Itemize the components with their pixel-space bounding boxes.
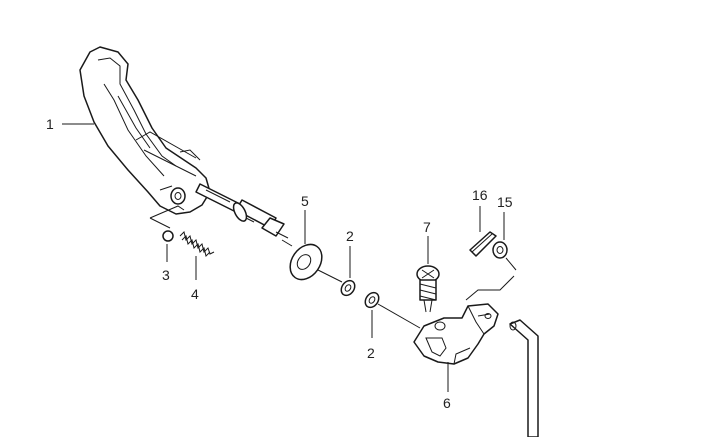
leader-3-bracket	[149, 205, 185, 219]
callout-5: 5	[301, 193, 309, 209]
part-4-spring	[179, 231, 215, 257]
callout-2b: 2	[367, 345, 375, 361]
callout-7: 7	[423, 219, 431, 235]
callout-2a: 2	[346, 228, 354, 244]
part-7-screw	[416, 265, 440, 313]
part-16-cotter-pin	[469, 231, 497, 257]
part-5-washer	[289, 243, 323, 281]
callout-4: 4	[191, 286, 199, 302]
callout-6: 6	[443, 395, 451, 411]
part-3-ball	[162, 230, 174, 242]
link-rod	[509, 319, 539, 437]
callout-1: 1	[46, 116, 54, 132]
callout-15: 15	[497, 194, 513, 210]
part-2-washer-b	[364, 291, 380, 309]
axis-line-2	[317, 269, 343, 283]
part-15-washer	[492, 241, 508, 259]
lever-shaft	[195, 183, 289, 239]
axis-line	[281, 239, 293, 247]
leader-3	[149, 217, 171, 229]
leader-15-16-bracket	[465, 275, 515, 301]
leader-15-down	[505, 257, 517, 271]
part-6-bracket	[413, 303, 499, 365]
axis-line-3	[377, 303, 421, 329]
callout-16: 16	[472, 187, 488, 203]
callout-3: 3	[162, 267, 170, 283]
part-2-washer-a	[340, 279, 356, 297]
part-1-lever-arm	[79, 46, 211, 215]
